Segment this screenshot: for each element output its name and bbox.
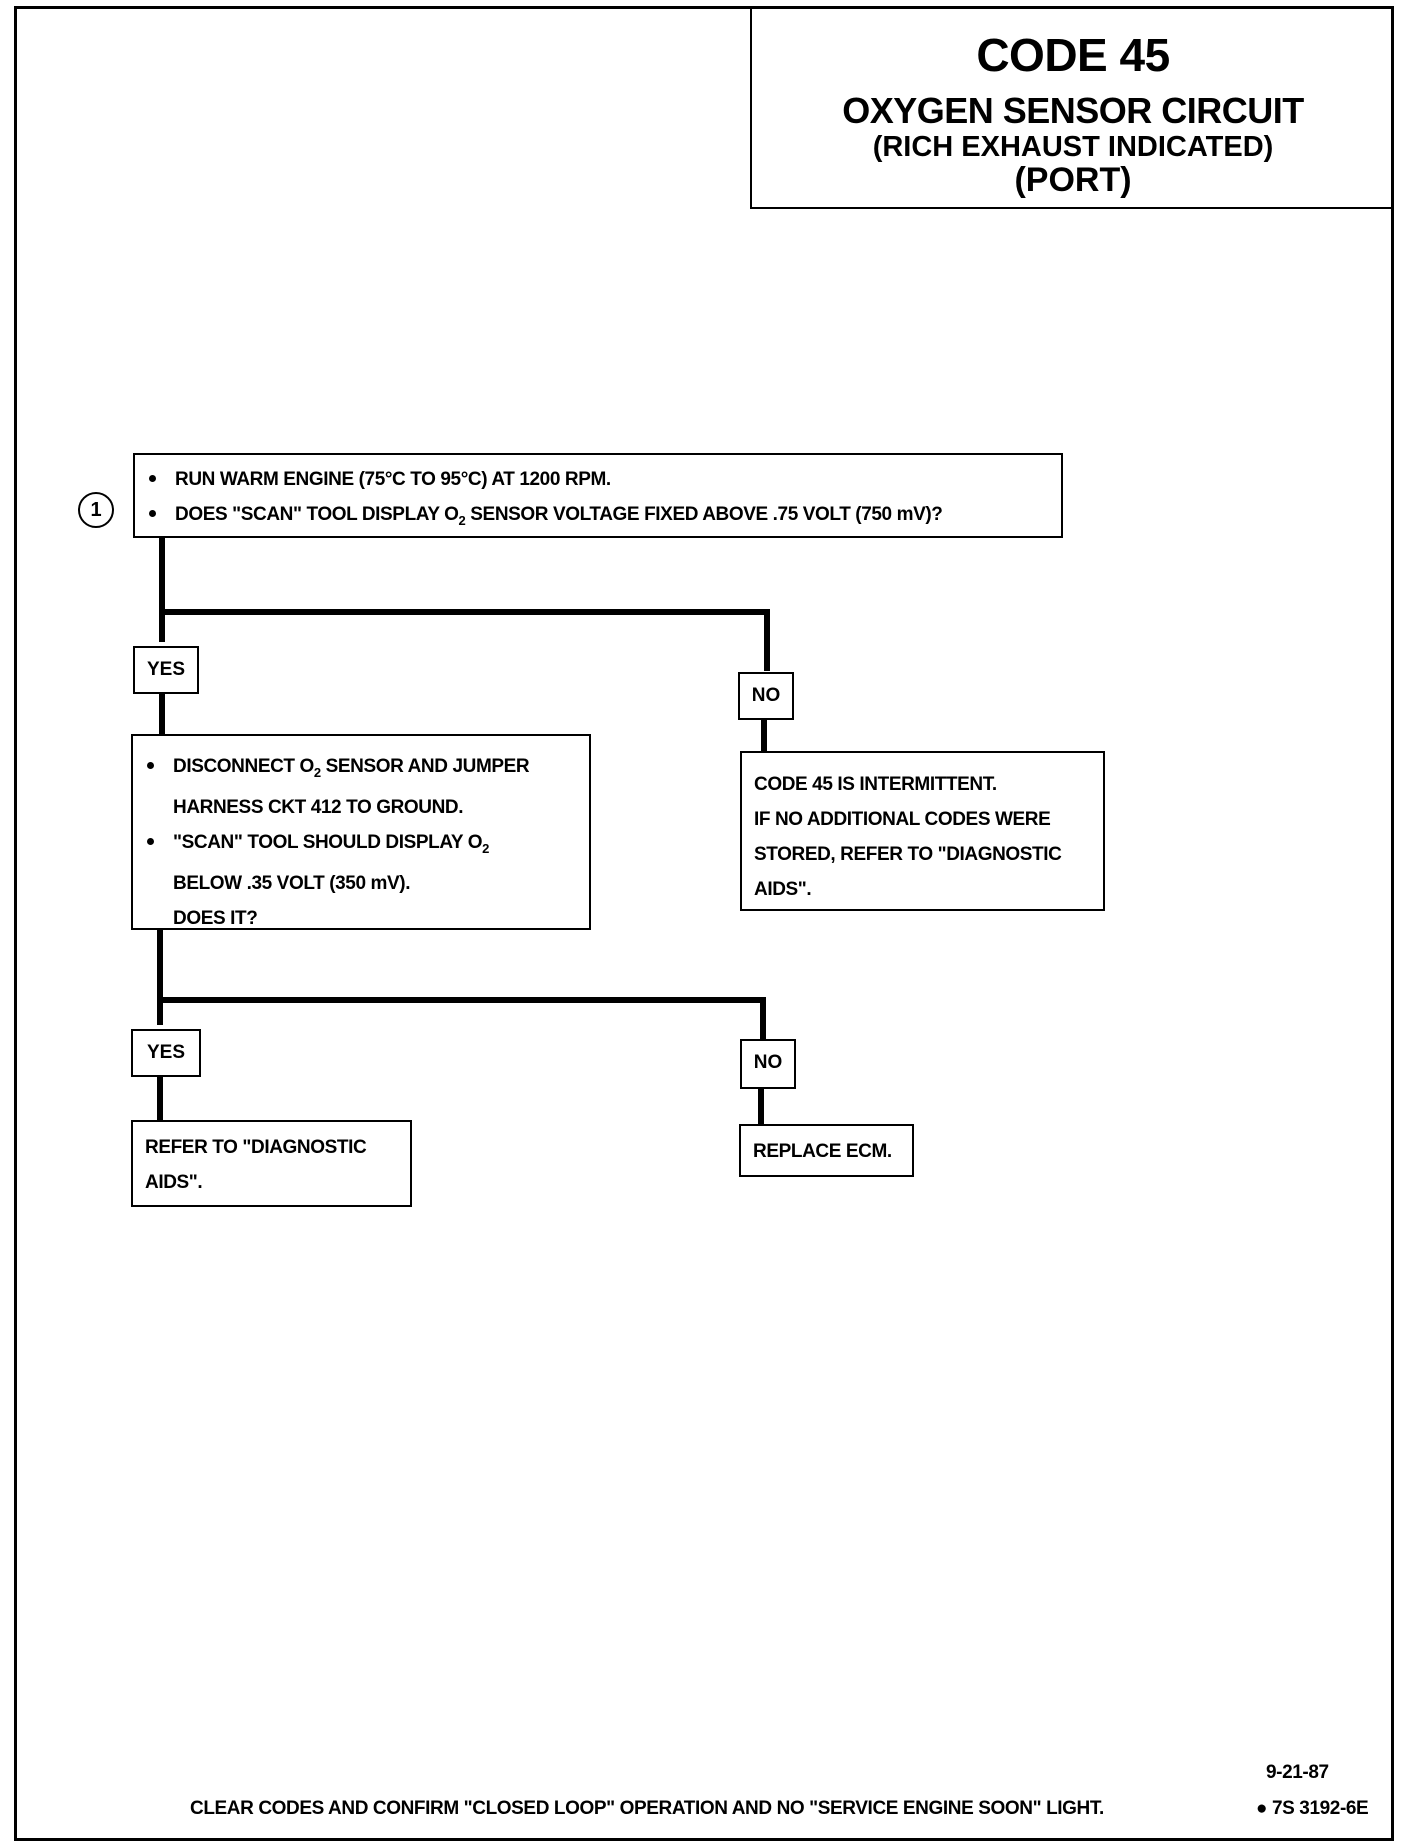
connector-branch2-no-down xyxy=(760,997,766,1039)
step2-bullet1-cont: HARNESS CKT 412 TO GROUND. xyxy=(173,796,464,818)
circuit-title: OXYGEN SENSOR CIRCUIT xyxy=(842,90,1304,131)
intermittent-box: CODE 45 IS INTERMITTENT. IF NO ADDITIONA… xyxy=(740,751,1105,911)
step2-bullet2: "SCAN" TOOL SHOULD DISPLAY O2 xyxy=(133,825,589,866)
port-subtitle: (PORT) xyxy=(1014,161,1132,199)
connector-step2-down xyxy=(157,929,163,1025)
yes-label-2: YES xyxy=(131,1029,201,1077)
connector-step1-down xyxy=(159,538,165,642)
step1-box: RUN WARM ENGINE (75°C TO 95°C) AT 1200 R… xyxy=(133,453,1063,538)
no-label-2: NO xyxy=(740,1039,796,1089)
connector-branch2-horizontal xyxy=(157,997,766,1003)
connector-branch1-no-down xyxy=(764,609,770,671)
condition-subtitle: (RICH EXHAUST INDICATED) xyxy=(872,131,1274,163)
title-block: CODE 45 OXYGEN SENSOR CIRCUIT (RICH EXHA… xyxy=(750,6,1394,209)
step2-question: DOES IT? xyxy=(173,907,258,929)
yes-label-1: YES xyxy=(133,646,199,694)
step2-box: DISCONNECT O2 SENSOR AND JUMPER HARNESS … xyxy=(131,734,591,930)
step1-bullet2: DOES "SCAN" TOOL DISPLAY O2 SENSOR VOLTA… xyxy=(135,497,1061,538)
refer-diagnostic-aids-box: REFER TO "DIAGNOSTIC AIDS". xyxy=(131,1120,412,1207)
connector-no1-down xyxy=(761,719,767,751)
replace-ecm-text: REPLACE ECM. xyxy=(753,1141,892,1162)
step-number-circle: 1 xyxy=(78,492,114,528)
revision-date: 9-21-87 xyxy=(1266,1762,1329,1783)
page-frame xyxy=(14,6,1394,1841)
intermittent-line3: STORED, REFER TO "DIAGNOSTIC xyxy=(754,844,1062,865)
step1-bullet1: RUN WARM ENGINE (75°C TO 95°C) AT 1200 R… xyxy=(135,462,1061,497)
document-ref: ● 7S 3192-6E xyxy=(1256,1798,1369,1819)
connector-yes2-down xyxy=(157,1076,163,1120)
footer-note: CLEAR CODES AND CONFIRM "CLOSED LOOP" OP… xyxy=(190,1798,1104,1819)
step2-bullet2-cont: BELOW .35 VOLT (350 mV). xyxy=(173,872,411,894)
refer-line1: REFER TO "DIAGNOSTIC xyxy=(145,1137,367,1158)
connector-yes1-down xyxy=(159,692,165,734)
intermittent-line1: CODE 45 IS INTERMITTENT. xyxy=(754,774,997,795)
intermittent-line2: IF NO ADDITIONAL CODES WERE xyxy=(754,809,1051,830)
refer-line2: AIDS". xyxy=(145,1172,203,1193)
code-title: CODE 45 xyxy=(976,29,1170,81)
intermittent-line4: AIDS". xyxy=(754,879,812,900)
connector-no2-down xyxy=(758,1089,764,1124)
replace-ecm-box: REPLACE ECM. xyxy=(739,1124,914,1177)
connector-branch1-horizontal xyxy=(159,609,770,615)
step2-bullet1: DISCONNECT O2 SENSOR AND JUMPER xyxy=(133,749,589,790)
no-label-1: NO xyxy=(738,672,794,720)
